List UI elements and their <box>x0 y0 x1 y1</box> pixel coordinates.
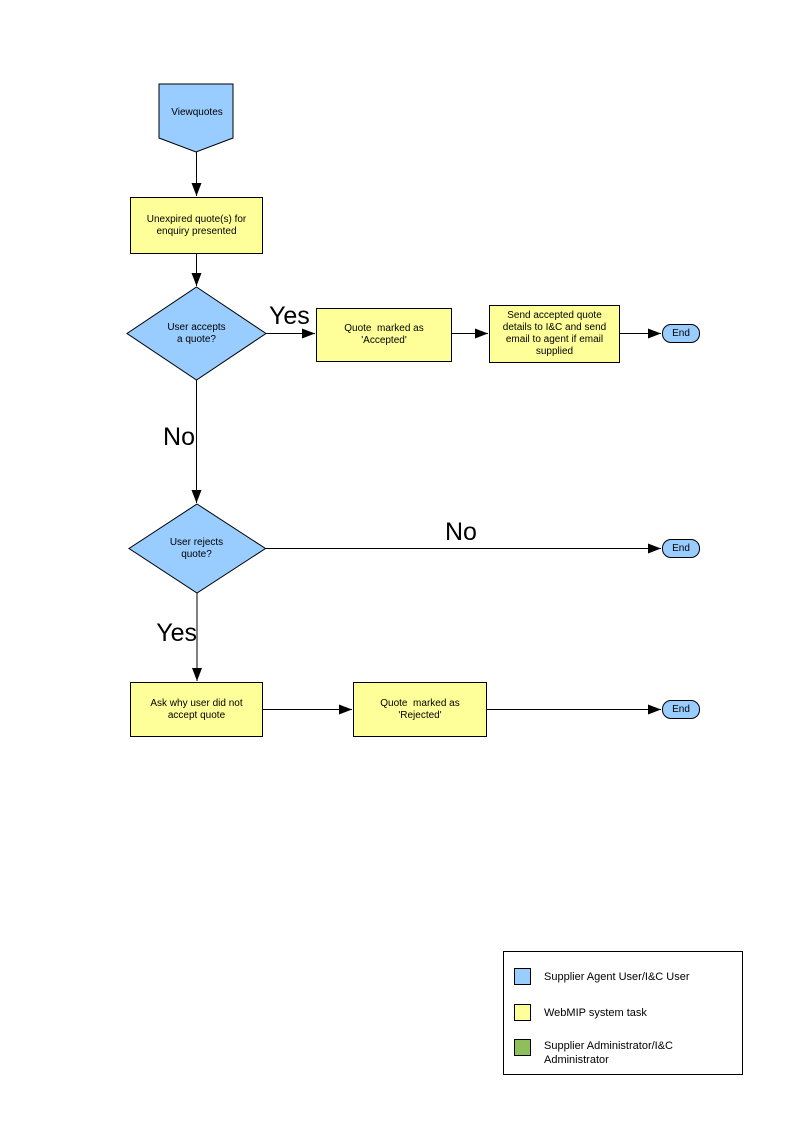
start-terminator-shape <box>158 83 234 153</box>
edge-label-accept-no: No <box>163 423 195 451</box>
end-terminator-rejected: End <box>662 700 700 719</box>
edge-label-reject-yes: Yes <box>156 619 197 647</box>
decision-user-rejects-shape <box>128 503 267 594</box>
legend-label-system: WebMIP system task <box>544 1006 647 1019</box>
legend-item-admin: Supplier Administrator/I&C Administrator <box>514 1039 673 1067</box>
legend-item-system: WebMIP system task <box>514 1004 647 1021</box>
end-terminator-accept: End <box>662 324 700 343</box>
legend: Supplier Agent User/I&C User WebMIP syst… <box>503 951 743 1075</box>
process-send-details: Send accepted quote details to I&C and s… <box>489 305 620 363</box>
legend-swatch-user <box>514 968 531 985</box>
decision-user-accepts-shape <box>126 286 267 381</box>
edge-label-reject-no: No <box>445 518 477 546</box>
legend-label-user: Supplier Agent User/I&C User <box>544 970 690 983</box>
legend-label-admin: Supplier Administrator/I&C Administrator <box>544 1040 673 1066</box>
legend-swatch-system <box>514 1004 531 1021</box>
process-quote-rejected: Quote marked as 'Rejected' <box>353 682 487 737</box>
process-unexpired-quotes: Unexpired quote(s) for enquiry presented <box>130 197 263 254</box>
legend-swatch-admin <box>514 1039 531 1056</box>
end-terminator-reject-no: End <box>662 539 700 558</box>
edge-label-accept-yes: Yes <box>269 302 310 330</box>
process-quote-accepted: Quote marked as 'Accepted' <box>316 308 452 362</box>
legend-item-user: Supplier Agent User/I&C User <box>514 968 690 985</box>
process-ask-why: Ask why user did not accept quote <box>130 682 263 737</box>
